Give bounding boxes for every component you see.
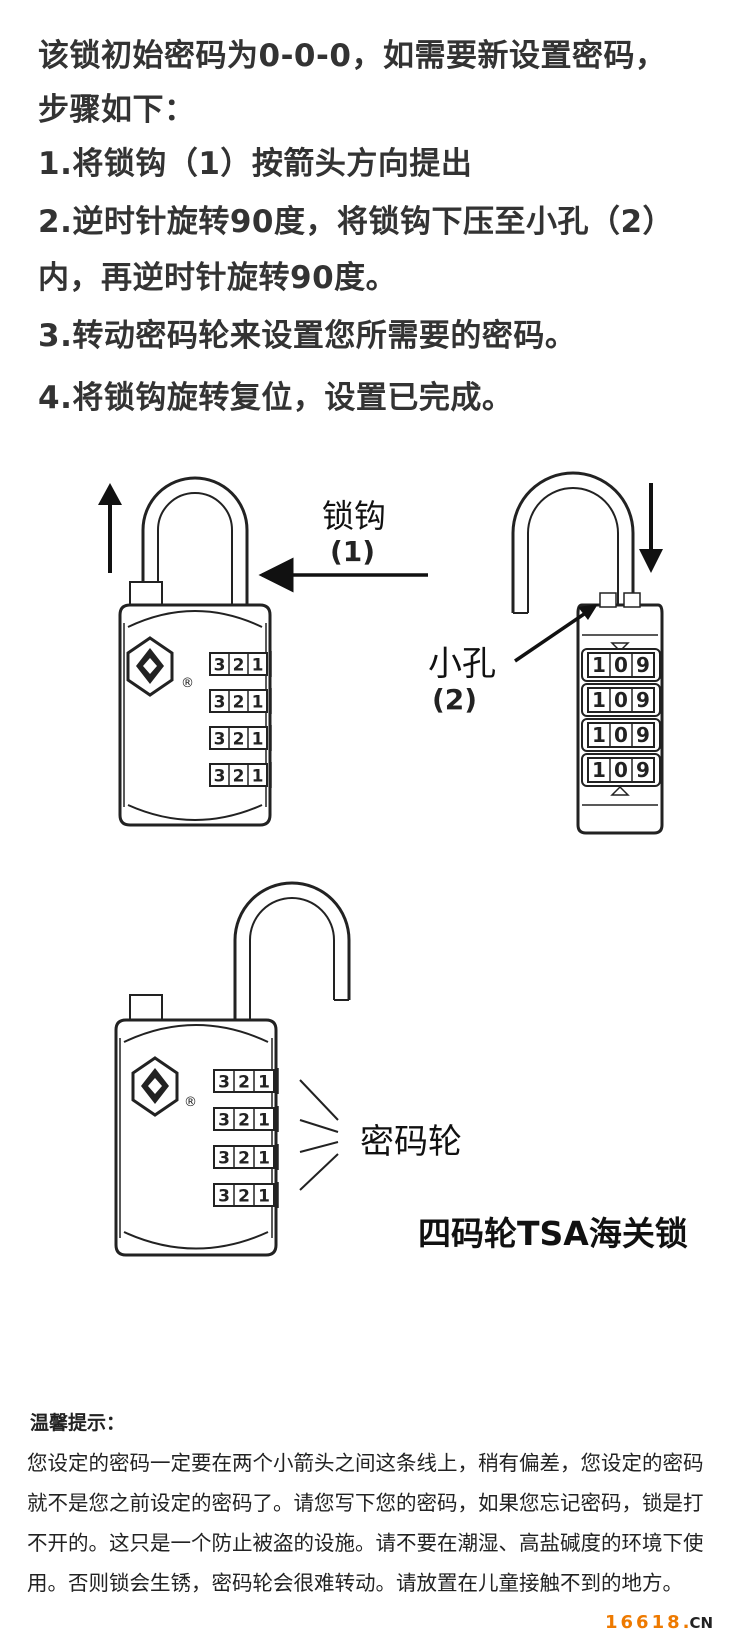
wheel-digit: 3 bbox=[218, 1149, 230, 1169]
wheel-digit: 1 bbox=[592, 653, 606, 677]
registered-mark: ® bbox=[181, 676, 194, 691]
tips-line-2: 就不是您之前设定的密码了。请您写下您的密码，如果您忘记密码，锁是打 bbox=[27, 1491, 704, 1515]
wheel-pointer-lines bbox=[299, 1079, 339, 1191]
watermark-dot: . bbox=[682, 1612, 690, 1633]
wheel-digit: 0 bbox=[614, 758, 628, 782]
hole-label: 小孔 bbox=[428, 644, 496, 684]
product-title: 四码轮TSA海关锁 bbox=[418, 1214, 688, 1253]
watermark-number: 16618 bbox=[605, 1612, 683, 1633]
wheel-digit: 1 bbox=[252, 656, 264, 676]
instruction-step-3: 3.转动密码轮来设置您所需要的密码。 bbox=[38, 318, 577, 354]
wheel-digit: 2 bbox=[238, 1073, 250, 1093]
wheel-digit: 2 bbox=[233, 730, 245, 750]
wheel-digit: 0 bbox=[614, 723, 628, 747]
wheel-digit: 9 bbox=[636, 758, 650, 782]
instruction-step-1: 1.将锁钩（1）按箭头方向提出 bbox=[38, 146, 473, 182]
instruction-step-4: 4.将锁钩旋转复位，设置已完成。 bbox=[38, 380, 514, 416]
down-arrow-icon bbox=[639, 483, 663, 573]
wheel-digit: 2 bbox=[238, 1187, 250, 1207]
wheel-digit: 1 bbox=[258, 1073, 270, 1093]
tips-title: 温馨提示： bbox=[30, 1412, 126, 1434]
shackle bbox=[511, 471, 635, 613]
wheel-digit: 2 bbox=[238, 1149, 250, 1169]
instruction-step-2: 2.逆时针旋转90度，将锁钩下压至小孔（2） bbox=[38, 204, 675, 240]
wheel-digit: 1 bbox=[258, 1111, 270, 1131]
wheel-digit: 1 bbox=[592, 688, 606, 712]
tsa-logo-icon bbox=[126, 636, 174, 697]
wheel-digit: 3 bbox=[218, 1187, 230, 1207]
wheel-digit: 2 bbox=[238, 1111, 250, 1131]
wheel-digit: 2 bbox=[233, 656, 245, 676]
wheel-digit: 2 bbox=[233, 767, 245, 787]
registered-mark: ® bbox=[184, 1095, 197, 1110]
tsa-logo-icon bbox=[131, 1056, 179, 1117]
wheel-digit: 1 bbox=[592, 723, 606, 747]
wheel-digit: 9 bbox=[636, 688, 650, 712]
lock-body bbox=[114, 1018, 278, 1257]
wheel-digit: 3 bbox=[218, 1073, 230, 1093]
wheel-digit: 1 bbox=[252, 730, 264, 750]
wheel-digit: 1 bbox=[258, 1149, 270, 1169]
wheel-digit: 9 bbox=[636, 723, 650, 747]
wheel-digit: 1 bbox=[252, 767, 264, 787]
shackle-number: (1) bbox=[330, 535, 375, 568]
wheel-digit: 1 bbox=[258, 1187, 270, 1207]
shackle bbox=[233, 881, 351, 1030]
wheel-digit: 3 bbox=[218, 1111, 230, 1131]
instruction-line-1: 该锁初始密码为0-0-0，如需要新设置密码， bbox=[38, 38, 667, 74]
tips-line-4: 用。否则锁会生锈，密码轮会很难转动。请放置在儿童接触不到的地方。 bbox=[27, 1571, 683, 1595]
lock-body bbox=[118, 603, 272, 827]
wheel-digit: 1 bbox=[252, 693, 264, 713]
wheel-digit: 3 bbox=[214, 730, 226, 750]
shackle-label: 锁钩 bbox=[322, 497, 386, 535]
wheel-digit: 9 bbox=[636, 653, 650, 677]
tips-line-3: 不开的。这只是一个防止被盗的设施。请不要在潮湿、高盐碱度的环境下使 bbox=[27, 1531, 704, 1555]
wheel-digit: 3 bbox=[214, 693, 226, 713]
wheel-digit: 2 bbox=[233, 693, 245, 713]
wheel-digit: 1 bbox=[592, 758, 606, 782]
site-watermark: 16618.CN bbox=[605, 1612, 713, 1633]
wheel-digit: 3 bbox=[214, 767, 226, 787]
up-arrow-icon bbox=[98, 483, 122, 573]
shackle bbox=[141, 476, 249, 625]
wheel-digit: 0 bbox=[614, 653, 628, 677]
tips-line-1: 您设定的密码一定要在两个小箭头之间这条线上，稍有偏差，您设定的密码 bbox=[27, 1451, 704, 1475]
hole-number: (2) bbox=[432, 683, 477, 716]
wheel-label: 密码轮 bbox=[360, 1122, 462, 1162]
watermark-domain: CN bbox=[689, 1614, 714, 1632]
instruction-line-2: 步骤如下： bbox=[38, 92, 196, 128]
wheel-digit: 0 bbox=[614, 688, 628, 712]
instruction-step-2-cont: 内，再逆时针旋转90度。 bbox=[38, 260, 398, 296]
wheel-digit: 3 bbox=[214, 656, 226, 676]
